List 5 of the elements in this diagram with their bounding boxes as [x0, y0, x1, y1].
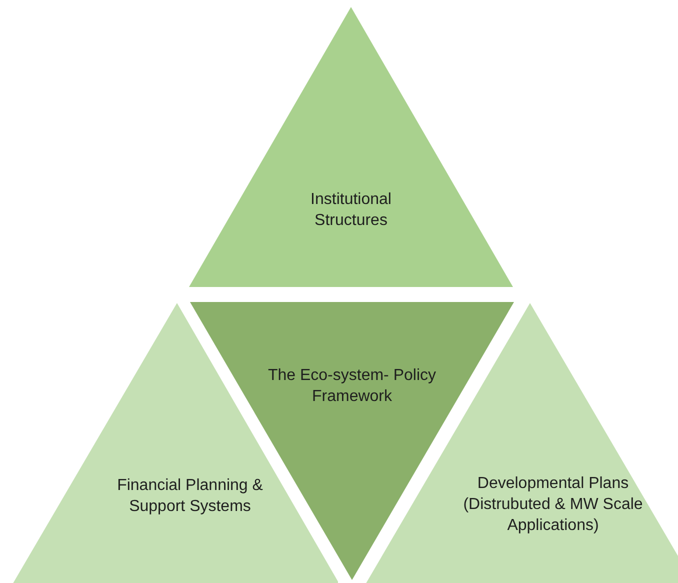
- triangle-label: The Eco-system- Policy Framework: [266, 366, 438, 407]
- triangle-label: Developmental Plans (Distrubuted & MW Scale Applications): [462, 474, 644, 536]
- triangle-label: Institutional Structures: [310, 190, 392, 231]
- triangle: [189, 7, 513, 287]
- triangle-label: Financial Planning & Support Systems: [116, 476, 264, 517]
